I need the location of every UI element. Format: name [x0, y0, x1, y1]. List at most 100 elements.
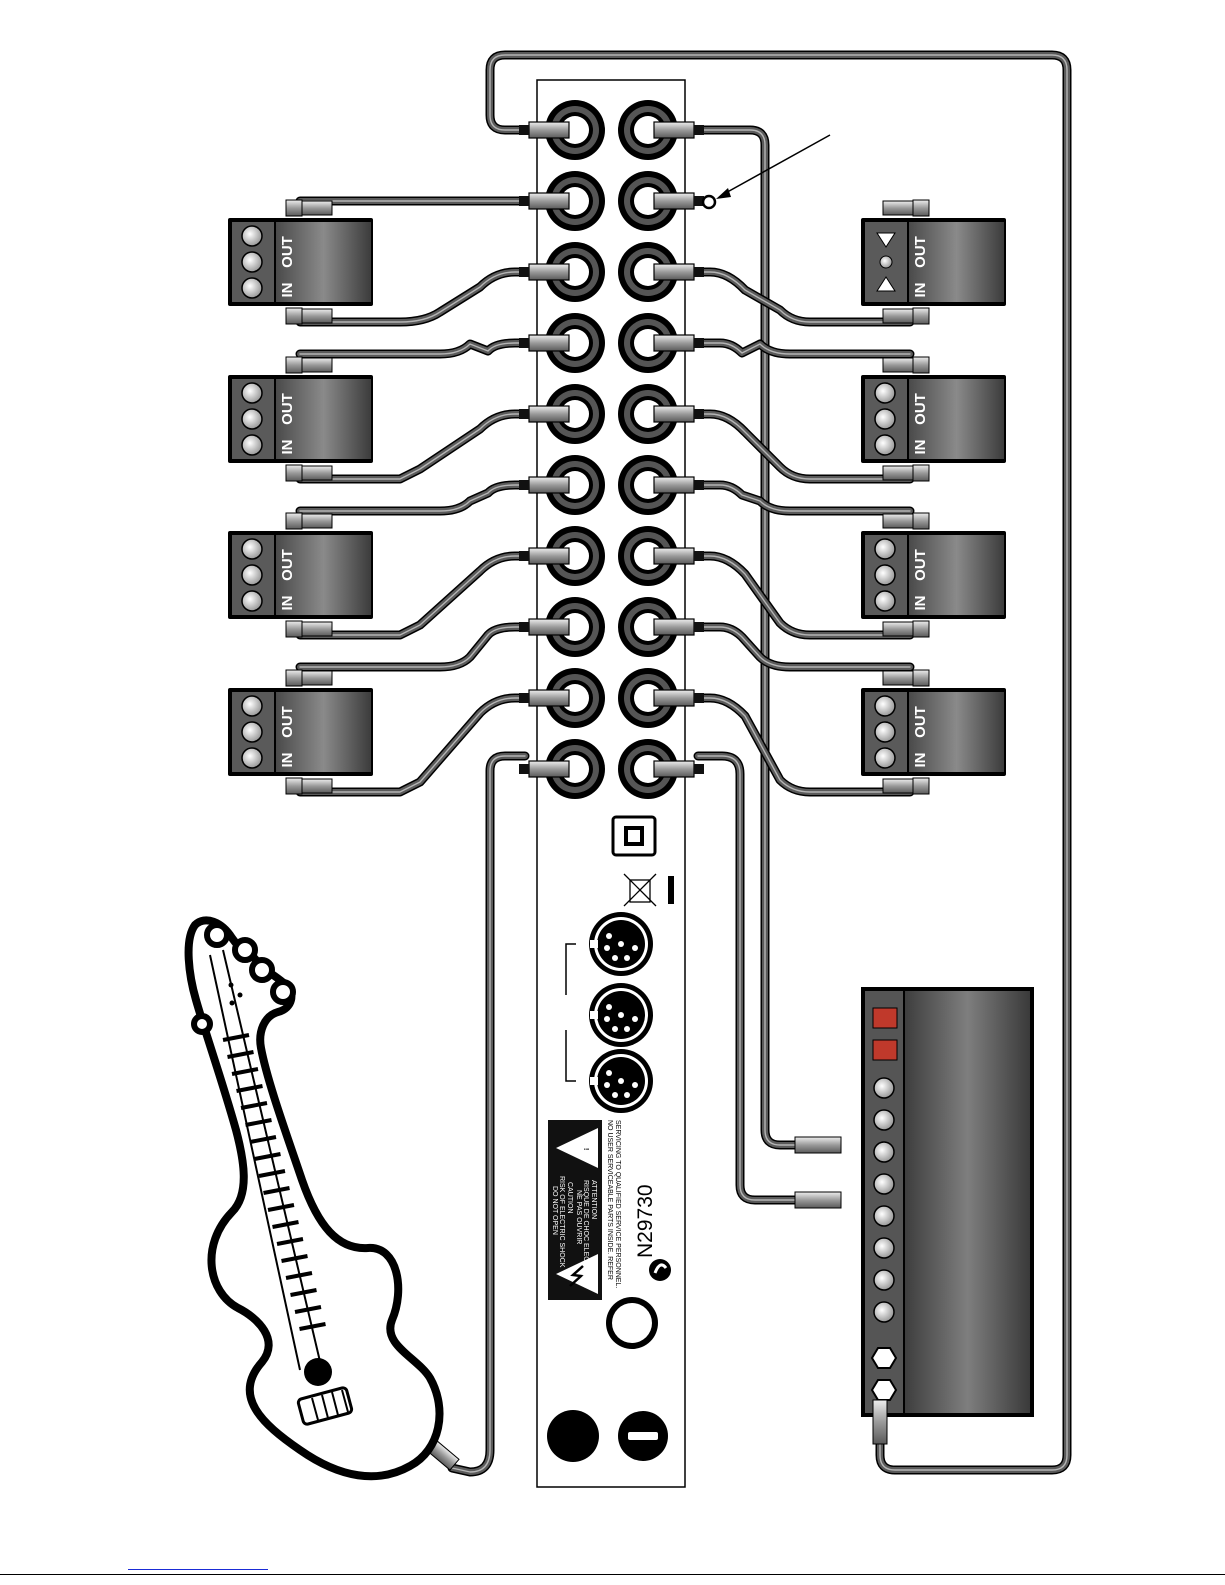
- attention-text-2: NE PAS OUVRIR: [575, 1190, 582, 1244]
- pedal-knob-icon[interactable]: [242, 591, 262, 611]
- rack-unit: ! ATTENTION RISQUE DE CHOC ELECTRIQUE NE…: [519, 80, 704, 1487]
- jack-left[interactable]: [519, 313, 605, 373]
- status-led: [873, 1040, 897, 1060]
- controller-output-jack[interactable]: [872, 1380, 896, 1400]
- jack-right[interactable]: [618, 171, 704, 231]
- jack-left[interactable]: [519, 384, 605, 444]
- pedal-knob-icon[interactable]: [875, 591, 895, 611]
- pedal-knob-icon[interactable]: [242, 226, 262, 246]
- warning-label: ! ATTENTION RISQUE DE CHOC ELECTRIQUE NE…: [548, 1120, 602, 1300]
- jack-left[interactable]: [519, 526, 605, 586]
- jack-left[interactable]: [519, 242, 605, 302]
- jack-right[interactable]: [618, 384, 704, 444]
- jack-right[interactable]: [618, 455, 704, 515]
- pedal-in-label: IN: [912, 283, 929, 298]
- guitar-icon: [189, 920, 440, 1476]
- cable-to-controller-a: [698, 130, 800, 1145]
- pedal-knob-icon[interactable]: [875, 435, 895, 455]
- pedal-out-label: OUT: [912, 706, 929, 738]
- pedal-out-label: OUT: [912, 549, 929, 581]
- pedal-out-label: OUT: [912, 393, 929, 425]
- controller-input-plug: [795, 1137, 841, 1153]
- midi-port-icon[interactable]: [589, 912, 653, 976]
- midi-port-icon[interactable]: [589, 1049, 653, 1113]
- controller-button[interactable]: [874, 1206, 894, 1226]
- jack-left[interactable]: [519, 668, 605, 728]
- controller-button[interactable]: [874, 1270, 894, 1290]
- foot-controller: [795, 987, 1034, 1444]
- controller-button[interactable]: [874, 1302, 894, 1322]
- caution-text-2: DO NOT OPEN: [551, 1186, 558, 1235]
- pedal-knob-icon[interactable]: [875, 409, 895, 429]
- pedal-in-label: IN: [279, 283, 296, 298]
- jack-left[interactable]: [519, 100, 605, 160]
- footer-link-underline[interactable]: [128, 1569, 268, 1570]
- controller-button[interactable]: [874, 1078, 894, 1098]
- service-text-1: NO USER SERVICEABLE PARTS INSIDE. REFER: [606, 1120, 613, 1280]
- pedal-knob-icon[interactable]: [242, 278, 262, 298]
- pedal-in-label: IN: [279, 596, 296, 611]
- controller-button[interactable]: [874, 1110, 894, 1130]
- pedal-in-label: IN: [279, 440, 296, 455]
- pedal-knob-icon[interactable]: [242, 748, 262, 768]
- controller-output-plug: [873, 1400, 887, 1444]
- pedal-knob-icon[interactable]: [242, 539, 262, 559]
- usb-port-inner: [626, 828, 642, 844]
- status-led: [873, 1008, 897, 1028]
- attention-text-1: RISQUE DE CHOC ELECTRIQUE: [582, 1180, 589, 1288]
- jack-left[interactable]: [519, 171, 605, 231]
- model-number: N29730: [634, 1184, 657, 1258]
- jack-right[interactable]: [618, 668, 704, 728]
- pedal-in-label: IN: [912, 753, 929, 768]
- pedal-knob-icon[interactable]: [875, 383, 895, 403]
- effect-pedal-left[interactable]: OUT IN: [228, 513, 373, 637]
- pedal-knob-icon[interactable]: [875, 565, 895, 585]
- jack-left[interactable]: [519, 739, 605, 799]
- pedal-knob-icon[interactable]: [242, 383, 262, 403]
- controller-input-plug: [795, 1192, 841, 1208]
- jack-right[interactable]: [618, 100, 704, 160]
- controller-button[interactable]: [874, 1238, 894, 1258]
- jack-right[interactable]: [618, 739, 704, 799]
- pedal-in-label: IN: [912, 440, 929, 455]
- pedal-knob-icon[interactable]: [875, 696, 895, 716]
- jack-left[interactable]: [519, 597, 605, 657]
- caution-text-1: RISK OF ELECTRIC SHOCK: [558, 1176, 565, 1268]
- pedal-knob-icon[interactable]: [875, 722, 895, 742]
- midi-port-group: [589, 912, 653, 1113]
- midi-port-icon[interactable]: [589, 983, 653, 1047]
- pedal-out-label: OUT: [279, 393, 296, 425]
- effect-pedal-left[interactable]: OUT IN: [228, 357, 373, 481]
- controller-pedal[interactable]: [905, 991, 1030, 1413]
- controller-button[interactable]: [874, 1174, 894, 1194]
- jack-right[interactable]: [618, 242, 704, 302]
- svg-text:!: !: [582, 1148, 589, 1150]
- pedal-knob-icon[interactable]: [242, 565, 262, 585]
- service-text-2: SERVICING TO QUALIFIED SERVICE PERSONNEL…: [614, 1120, 621, 1288]
- power-switch[interactable]: [618, 1411, 668, 1461]
- pedal-knob-icon[interactable]: [242, 252, 262, 272]
- pedal-knob-icon[interactable]: [242, 435, 262, 455]
- jack-left[interactable]: [519, 455, 605, 515]
- jack-right[interactable]: [618, 313, 704, 373]
- pedal-in-label: IN: [279, 753, 296, 768]
- pedal-knob-icon[interactable]: [875, 748, 895, 768]
- pedal-knob-icon[interactable]: [242, 722, 262, 742]
- effect-pedal-right[interactable]: OUT IN: [861, 670, 1006, 794]
- jack-right[interactable]: [618, 597, 704, 657]
- pedal-knob-icon[interactable]: [242, 696, 262, 716]
- power-socket: [547, 1410, 599, 1462]
- pedal-knob-icon[interactable]: [875, 539, 895, 559]
- pedal-out-label: OUT: [279, 549, 296, 581]
- service-text: NO USER SERVICEABLE PARTS INSIDE. REFER …: [606, 1120, 621, 1288]
- pedal-knob-icon[interactable]: [242, 409, 262, 429]
- controller-nut-icon: [872, 1348, 896, 1368]
- controller-button[interactable]: [874, 1142, 894, 1162]
- jack-right[interactable]: [618, 526, 704, 586]
- effect-pedal-right[interactable]: OUT IN: [861, 357, 1006, 481]
